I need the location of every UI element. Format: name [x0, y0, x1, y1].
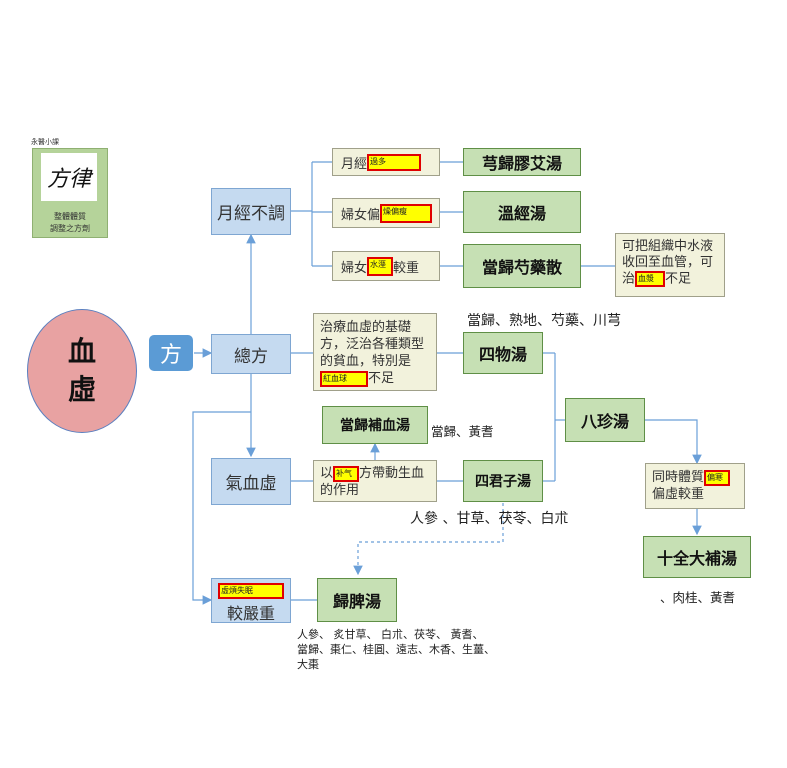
edge-zongfang-jiaoyanzhong — [192, 411, 251, 605]
fang-label: 方 — [149, 335, 193, 371]
formula-sijunzi[interactable]: 四君子湯 — [463, 460, 543, 502]
highlight-pianshou: 燥偏瘦 — [380, 203, 433, 223]
jiaoyanzhong-label: 較嚴重 — [226, 604, 275, 623]
buqi-prefix: 以 — [320, 466, 334, 481]
condition-buqi: 以补气方帶動生血的作用 — [313, 460, 437, 502]
ingredients-shiquan: 、肉桂、黃耆 — [660, 590, 736, 605]
formula-dangguishaoyao[interactable]: 當歸芍藥散 — [463, 244, 581, 288]
logo-caption: 永醫小課 — [31, 138, 59, 146]
note-xuejiang: 可把組織中水液收回至血管，可治血漿不足 — [615, 233, 725, 297]
node-jiaoyanzhong[interactable]: 虛煩失眠 較嚴重 — [211, 578, 291, 623]
xuejiang-prefix: 可把組織中水液收回至血管，可治 — [622, 239, 714, 287]
highlight-buqi: 补气 — [333, 465, 360, 482]
highlight-hongxueqiu: 紅血球 — [320, 370, 368, 387]
formula-bazhen[interactable]: 八珍湯 — [565, 398, 645, 442]
formula-dangguibuxue[interactable]: 當歸補血湯 — [322, 406, 428, 444]
highlight-pianhan: 偏寒 — [704, 469, 731, 486]
shuishi-suffix: 較重 — [393, 260, 420, 276]
xuejiang-suffix: 不足 — [665, 271, 692, 287]
logo-glyph: 方律 — [41, 153, 97, 201]
ingredients-guipi-line1: 人參、 炙甘草、 白朮、茯苓、 黃耆、 — [297, 628, 484, 641]
edge-sijunzi-guipi-dashed — [353, 503, 504, 576]
ingredients-siwu: 當歸、熟地、芍藥、川芎 — [467, 313, 621, 329]
logo-line1: 整體體質 — [54, 212, 86, 221]
condition-pianshou: 婦女偏 燥偏瘦 — [332, 198, 440, 228]
tongshi-prefix: 同時體質 — [652, 470, 705, 485]
highlight-xufan-shimian: 虛煩失眠 — [218, 583, 284, 599]
brand-logo: 方律 整體體質 調整之方劑 — [32, 148, 108, 238]
root-char-1: 血 — [67, 335, 96, 368]
node-yuejing-butiao[interactable]: 月經不調 — [211, 188, 291, 235]
ingredients-guipi-line2: 當歸、棗仁、桂圓、遠志、木香、生薑、 — [297, 643, 495, 656]
root-char-2: 虛 — [67, 373, 96, 406]
zongfang-description: 治療血虛的基礎方，泛治各種類型的貧血，特別是紅血球不足 — [313, 313, 437, 391]
condition-tongshi: 同時體質偏寒偏虛較重 — [645, 463, 745, 509]
highlight-xuejiang: 血漿 — [635, 271, 666, 287]
logo-line2: 調整之方劑 — [50, 224, 90, 233]
edge-bazhen-tongshi — [645, 419, 702, 465]
formula-siwu[interactable]: 四物湯 — [463, 332, 543, 374]
condition-shuishi: 婦女 水溼 較重 — [332, 251, 440, 281]
highlight-shuishi: 水溼 — [367, 256, 394, 276]
node-zongfang[interactable]: 總方 — [211, 334, 291, 374]
zongfang-desc-suffix: 不足 — [368, 371, 395, 386]
pianshou-prefix: 婦女偏 — [341, 207, 381, 223]
node-qixuexu[interactable]: 氣血虛 — [211, 458, 291, 505]
ingredients-guipi-line3: 大棗 — [297, 658, 319, 671]
formula-xiongguijiaoai[interactable]: 芎歸膠艾湯 — [463, 148, 581, 176]
condition-guoduo: 月經 過多 — [332, 148, 440, 176]
formula-guipi[interactable]: 歸脾湯 — [317, 578, 397, 622]
tongshi-suffix: 偏虛較重 — [652, 487, 705, 502]
highlight-guoduo: 過多 — [367, 153, 422, 171]
ingredients-sijunzi: 人參 、甘草、茯苓、白朮 — [410, 511, 569, 527]
zongfang-desc-text: 治療血虛的基礎方，泛治各種類型的貧血，特別是 — [320, 320, 425, 369]
buqi-suffix: 方帶動生血的作用 — [320, 466, 425, 498]
ingredients-dangguibuxue: 當歸、黃耆 — [431, 424, 494, 439]
shuishi-prefix: 婦女 — [341, 260, 368, 276]
formula-wenjing[interactable]: 溫經湯 — [463, 191, 581, 233]
root-node-xuexu[interactable]: 血 虛 — [27, 309, 137, 433]
formula-shiquan[interactable]: 十全大補湯 — [643, 536, 751, 578]
guoduo-prefix: 月經 — [341, 156, 368, 172]
